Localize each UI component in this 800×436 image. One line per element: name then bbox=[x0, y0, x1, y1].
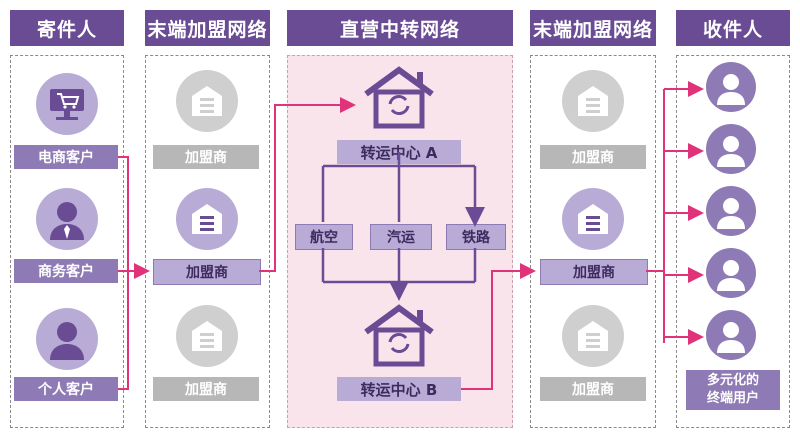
franchise-left-1: 加盟商 bbox=[153, 145, 259, 169]
sender-personal: 个人客户 bbox=[14, 377, 118, 401]
sender-business: 商务客户 bbox=[14, 259, 118, 283]
franchise-left-3: 加盟商 bbox=[153, 377, 259, 401]
store-icon bbox=[176, 305, 238, 367]
hub-house-icon bbox=[364, 66, 434, 129]
franchise-left-2: 加盟商 bbox=[153, 259, 261, 285]
header-receiver: 收件人 bbox=[676, 10, 790, 46]
header-franchise-right: 末端加盟网络 bbox=[530, 10, 656, 46]
franchise-right-1: 加盟商 bbox=[540, 145, 646, 169]
store-icon bbox=[176, 70, 238, 132]
panel-sender bbox=[10, 55, 124, 428]
header-sender: 寄件人 bbox=[10, 10, 124, 46]
business-person-icon bbox=[36, 188, 98, 250]
panel-receiver bbox=[676, 55, 790, 428]
franchise-right-2: 加盟商 bbox=[540, 259, 648, 285]
receiver-icon bbox=[706, 248, 756, 298]
store-icon bbox=[562, 188, 624, 250]
receiver-icon bbox=[706, 310, 756, 360]
receiver-icon bbox=[706, 124, 756, 174]
store-icon bbox=[562, 305, 624, 367]
franchise-right-3: 加盟商 bbox=[540, 377, 646, 401]
mode-road: 汽运 bbox=[370, 224, 432, 250]
sender-ecommerce: 电商客户 bbox=[14, 145, 118, 169]
store-icon bbox=[562, 70, 624, 132]
person-icon bbox=[36, 308, 98, 370]
ecommerce-icon bbox=[36, 73, 98, 135]
panel-franchise-right bbox=[530, 55, 656, 428]
receiver-icon bbox=[706, 62, 756, 112]
hub-b: 转运中心 B bbox=[337, 377, 461, 401]
header-direct-transit: 直营中转网络 bbox=[287, 10, 513, 46]
panel-franchise-left bbox=[145, 55, 270, 428]
receiver-icon bbox=[706, 186, 756, 236]
store-icon bbox=[176, 188, 238, 250]
receiver-end-users: 多元化的 终端用户 bbox=[686, 370, 780, 410]
header-franchise-left: 末端加盟网络 bbox=[145, 10, 270, 46]
